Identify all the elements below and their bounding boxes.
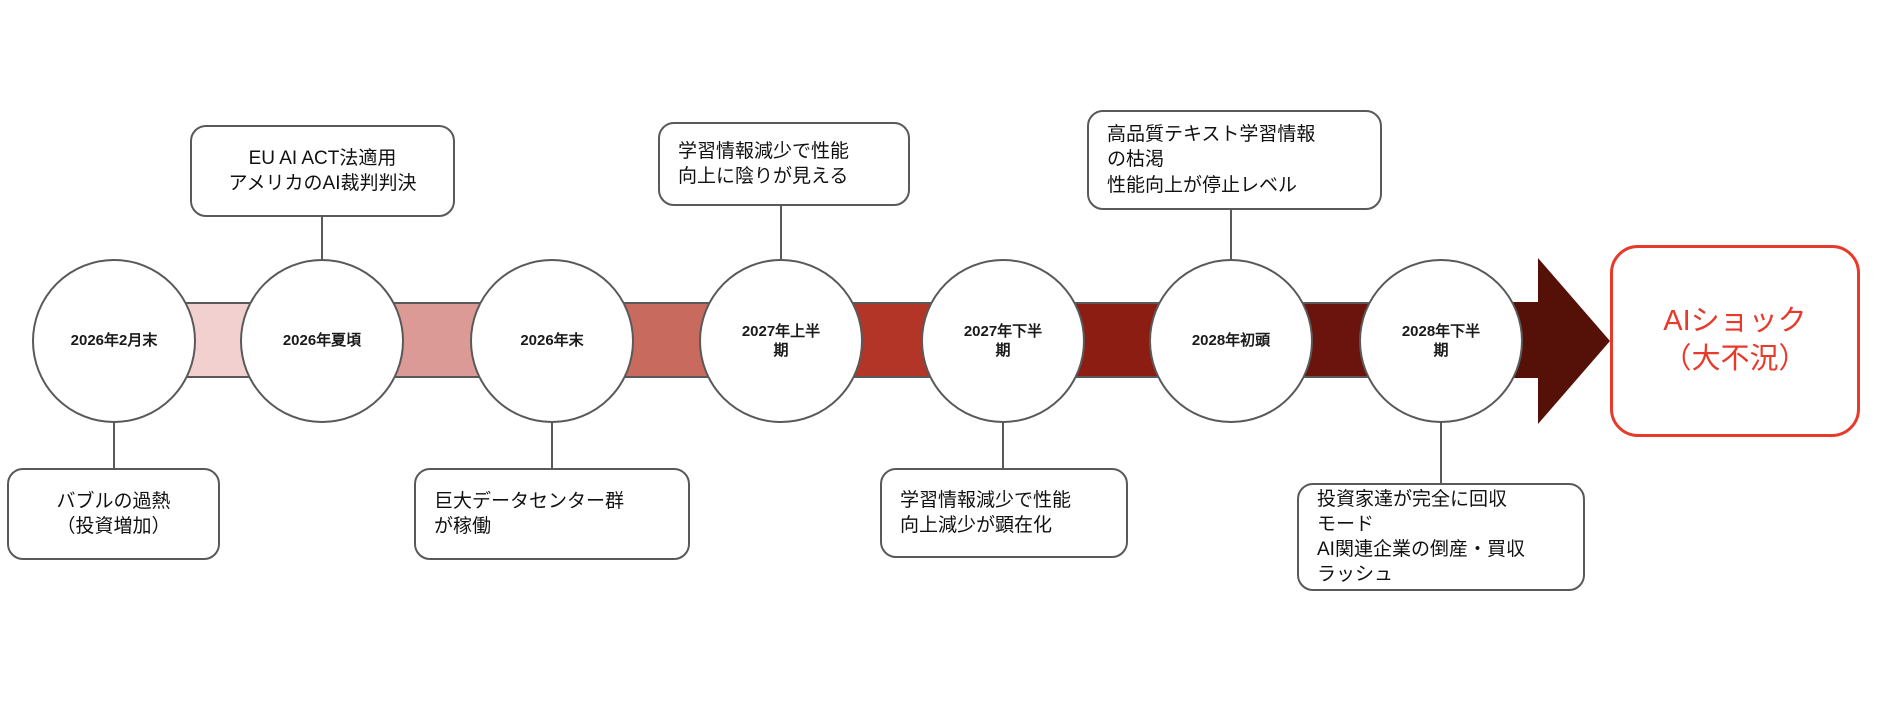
timeline-node-label: 2028年初頭 (1191, 332, 1271, 350)
callout-text: EU AI ACT法適用 アメリカのAI裁判判決 (228, 147, 417, 194)
timeline-node: 2026年末 (470, 259, 634, 423)
outcome-label: AIショック （大不況） (1662, 305, 1808, 375)
timeline-node: 2027年下半 期 (921, 259, 1085, 423)
callout-text: 学習情報減少で性能 向上減少が顕在化 (900, 489, 1072, 536)
callout-box: 学習情報減少で性能 向上に陰りが見える (658, 122, 910, 206)
connector-line (551, 421, 553, 468)
connector-line (780, 206, 782, 261)
callout-box: 巨大データセンター群 が稼働 (414, 468, 690, 560)
arrow-right-icon (1441, 258, 1610, 424)
timeline-node-label: 2026年夏頃 (282, 332, 362, 350)
connector-line (321, 217, 323, 261)
timeline-node-label: 2026年末 (520, 332, 584, 350)
connector-line (1230, 210, 1232, 261)
timeline-node-label: 2028年下半 期 (1401, 322, 1481, 360)
callout-box: 投資家達が完全に回収 モード AI関連企業の倒産・買収 ラッシュ (1297, 483, 1585, 591)
timeline-node: 2027年上半 期 (699, 259, 863, 423)
timeline-node: 2026年夏頃 (240, 259, 404, 423)
timeline-node: 2026年2月末 (32, 259, 196, 423)
callout-text: 投資家達が完全に回収 モード AI関連企業の倒産・買収 ラッシュ (1317, 488, 1525, 586)
outcome-box: AIショック （大不況） (1610, 245, 1860, 437)
callout-box: EU AI ACT法適用 アメリカのAI裁判判決 (190, 125, 455, 217)
connector-line (1440, 421, 1442, 483)
timeline-node: 2028年初頭 (1149, 259, 1313, 423)
timeline-node-label: 2027年下半 期 (963, 322, 1043, 360)
timeline-node: 2028年下半 期 (1359, 259, 1523, 423)
callout-text: 学習情報減少で性能 向上に陰りが見える (678, 140, 850, 187)
callout-box: バブルの過熱 （投資増加） (7, 468, 220, 560)
callout-text: 高品質テキスト学習情報 の枯渇 性能向上が停止レベル (1107, 124, 1316, 196)
connector-line (1002, 421, 1004, 468)
timeline-node-label: 2026年2月末 (70, 332, 158, 350)
callout-text: 巨大データセンター群 が稼働 (434, 490, 625, 537)
callout-box: 学習情報減少で性能 向上減少が顕在化 (880, 468, 1128, 558)
callout-text: バブルの過熱 （投資増加） (56, 490, 171, 537)
timeline-node-label: 2027年上半 期 (741, 322, 821, 360)
connector-line (113, 421, 115, 468)
callout-box: 高品質テキスト学習情報 の枯渇 性能向上が停止レベル (1087, 110, 1382, 210)
